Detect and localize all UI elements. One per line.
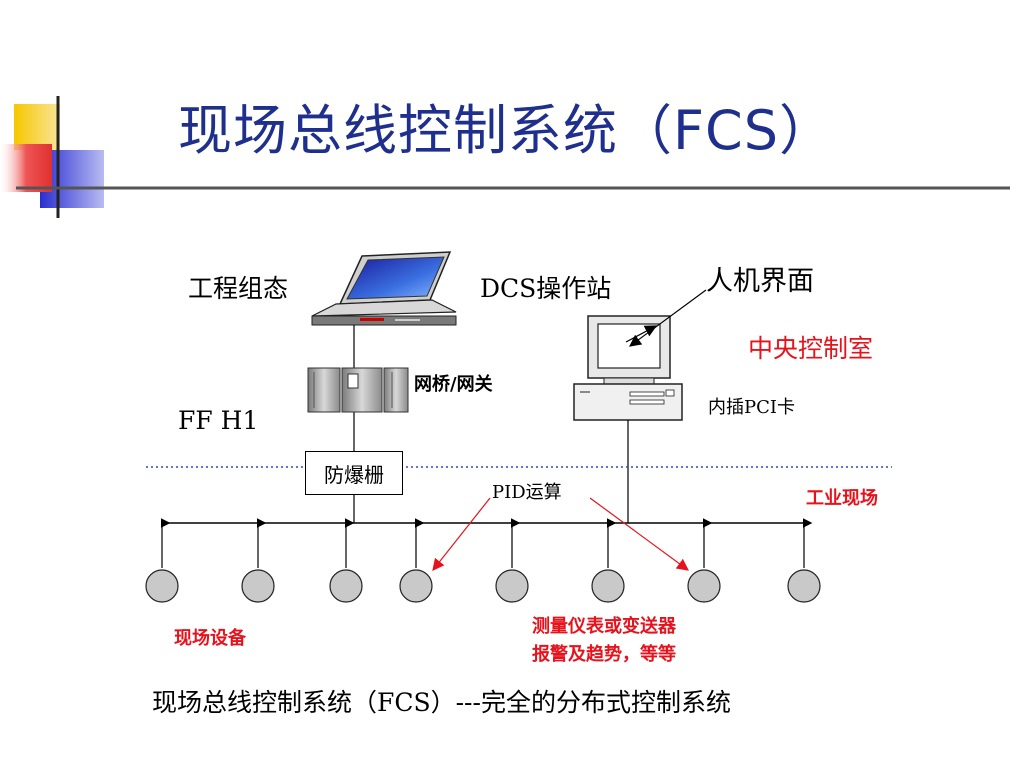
- label-industrial-field: 工业现场: [806, 488, 878, 509]
- slide-title: 现场总线控制系统（FCS）: [178, 99, 835, 162]
- field-devices: [145, 518, 821, 603]
- slide-caption: 现场总线控制系统（FCS）---完全的分布式控制系统: [152, 688, 731, 717]
- label-pci-card: 内插PCI卡: [708, 397, 795, 418]
- field-device-3: [329, 518, 363, 603]
- field-device-2: [241, 518, 275, 603]
- label-central-control-room: 中央控制室: [748, 334, 874, 363]
- field-device-1: [145, 518, 179, 603]
- explosion-proof-barrier-box: 防爆栅: [305, 451, 403, 495]
- pid-arrow-left: [432, 497, 491, 571]
- label-instruments-line2: 报警及趋势，等等: [532, 644, 676, 665]
- label-ff-h1: FF H1: [178, 406, 259, 435]
- field-device-4: [399, 518, 433, 603]
- label-field-devices: 现场设备: [174, 628, 246, 649]
- desktop-computer-icon: [573, 315, 683, 421]
- label-dcs-station: DCS操作站: [480, 274, 612, 303]
- field-device-6: [591, 518, 625, 603]
- pid-arrow-right: [589, 497, 689, 571]
- field-device-8: [787, 518, 821, 603]
- deco-red-square: [0, 144, 52, 192]
- deco-yellow-square: [14, 104, 60, 150]
- field-device-5: [495, 518, 529, 603]
- label-hmi: 人机界面: [706, 266, 814, 297]
- label-bridge-gateway: 网桥/网关: [414, 374, 493, 395]
- label-instruments-line1: 测量仪表或变送器: [532, 616, 676, 637]
- title-decoration: [0, 96, 1010, 218]
- field-device-7: [687, 518, 721, 603]
- label-pid-operation: PID运算: [492, 482, 562, 503]
- laptop-icon: [311, 251, 457, 326]
- label-engineering-config: 工程组态: [188, 274, 289, 303]
- hmi-pointer-line: [629, 289, 707, 347]
- gateway-cabinet-icon: [307, 367, 409, 413]
- label-barrier: 防爆栅: [324, 462, 384, 487]
